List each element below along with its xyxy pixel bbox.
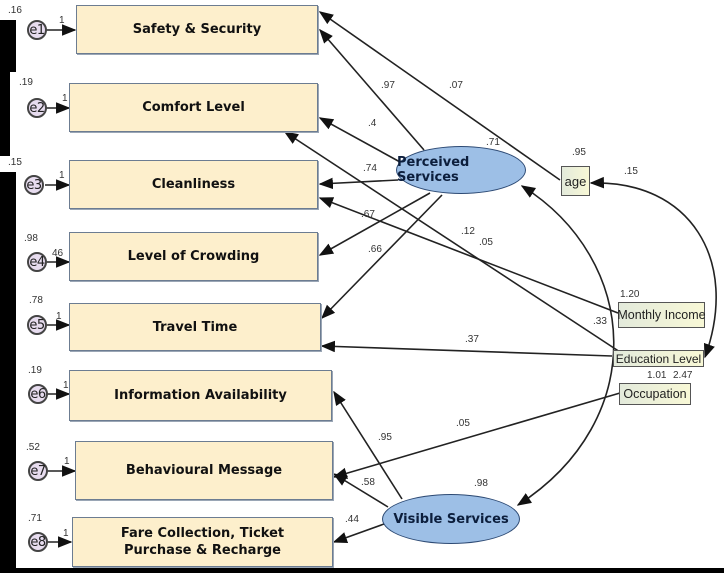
frame-left-bar-4 — [0, 226, 16, 573]
indicator-travel-time: Travel Time — [69, 303, 321, 351]
path-visible-behavioural — [332, 473, 389, 508]
frame-left-bar-2 — [0, 72, 10, 156]
path-occupation-behavioural — [332, 392, 621, 479]
variance-e6: .19 — [28, 365, 42, 376]
error-weight-e8: 1 — [63, 528, 69, 539]
error-weight-e4: 46 — [52, 248, 64, 259]
variance-e4: .98 — [24, 233, 38, 244]
path-perceived-safety — [319, 28, 425, 151]
indicator-comfort-level: Comfort Level — [69, 83, 318, 132]
indicator-level-of-crowding: Level of Crowding — [69, 232, 318, 281]
frame-left-bar-1 — [0, 20, 16, 72]
exogenous-monthly-income: Monthly Income — [617, 302, 706, 328]
indicator-safety-security: Safety & Security — [76, 5, 318, 54]
path-education-comfort — [283, 131, 621, 353]
weight-income-cleanliness: .12 — [461, 226, 475, 237]
indicator-fare-collection: Fare Collection, Ticket Purchase & Recha… — [72, 517, 333, 567]
error-e3: e3 — [24, 175, 44, 195]
weight-perceived-safety: .97 — [381, 80, 395, 91]
path-perceived-cleanliness — [318, 177, 399, 190]
variance-e2: .19 — [19, 77, 33, 88]
weight-visible-fare: .44 — [345, 514, 359, 525]
path-perceived-comfort — [318, 117, 401, 163]
path-perceived-crowding — [318, 192, 431, 256]
weight-perceived-comfort: .4 — [368, 118, 377, 129]
path-visible-information — [333, 390, 403, 500]
path-age-safety — [318, 11, 561, 181]
frame-left-bar-3 — [0, 172, 16, 226]
weight-perceived-crowding: .67 — [361, 209, 375, 220]
error-e7: e7 — [28, 461, 48, 481]
weight-education-travel: .37 — [465, 334, 479, 345]
variance-e1: .16 — [8, 5, 22, 16]
weight-covariance-perceived-visible: .33 — [593, 316, 607, 327]
exogenous-education-level: Education Level — [613, 350, 704, 367]
indicator-cleanliness: Cleanliness — [69, 160, 318, 209]
indicator-behavioural-message: Behavioural Message — [75, 441, 333, 500]
weight-visible-information: .95 — [378, 432, 392, 443]
covariance-age-education — [589, 176, 717, 359]
weight-occupation-behavioural: .05 — [456, 418, 470, 429]
variance-perceived-services: .71 — [486, 137, 500, 148]
indicator-information-availability: Information Availability — [69, 370, 332, 421]
exogenous-age: age — [561, 166, 590, 196]
variance-age: .95 — [572, 147, 586, 158]
exogenous-occupation: Occupation — [619, 383, 691, 405]
error-e1: e1 — [27, 20, 47, 40]
weight-perceived-cleanliness: .74 — [363, 163, 377, 174]
error-weight-e1: 1 — [59, 15, 65, 26]
variance-e5: .78 — [29, 295, 43, 306]
error-weight-e3: 1 — [59, 170, 65, 181]
frame-bottom-bar — [0, 568, 724, 573]
variance-e8: .71 — [28, 513, 42, 524]
latent-visible-services: Visible Services — [382, 494, 520, 544]
path-education-travel — [320, 340, 613, 357]
variance-e7: .52 — [26, 442, 40, 453]
variance-monthly-income: 1.20 — [620, 289, 640, 300]
weight-covariance-age-education: .15 — [624, 166, 638, 177]
variance-education-level: 1.01 — [647, 370, 667, 381]
error-weight-e5: 1 — [56, 311, 62, 322]
path-visible-fare — [332, 523, 385, 544]
error-e2: e2 — [27, 98, 47, 118]
variance-e3: .15 — [8, 157, 22, 168]
weight-age-safety: .07 — [449, 80, 463, 91]
path-income-cleanliness — [318, 197, 619, 314]
latent-perceived-services: Perceived Services — [396, 146, 526, 194]
covariance-perceived-visible — [516, 185, 615, 506]
weight-visible-behavioural: .58 — [361, 477, 375, 488]
error-e5: e5 — [27, 315, 47, 335]
error-weight-e2: 1 — [62, 93, 68, 104]
variance-occupation: 2.47 — [673, 370, 693, 381]
error-weight-e6: 1 — [63, 380, 69, 391]
weight-education-comfort: .05 — [479, 237, 493, 248]
weight-perceived-travel: .66 — [368, 244, 382, 255]
error-weight-e7: 1 — [64, 456, 70, 467]
error-e8: e8 — [28, 532, 48, 552]
variance-visible-services: .98 — [474, 478, 488, 489]
path-perceived-travel — [320, 194, 443, 320]
error-e4: e4 — [27, 252, 47, 272]
error-e6: e6 — [28, 384, 48, 404]
